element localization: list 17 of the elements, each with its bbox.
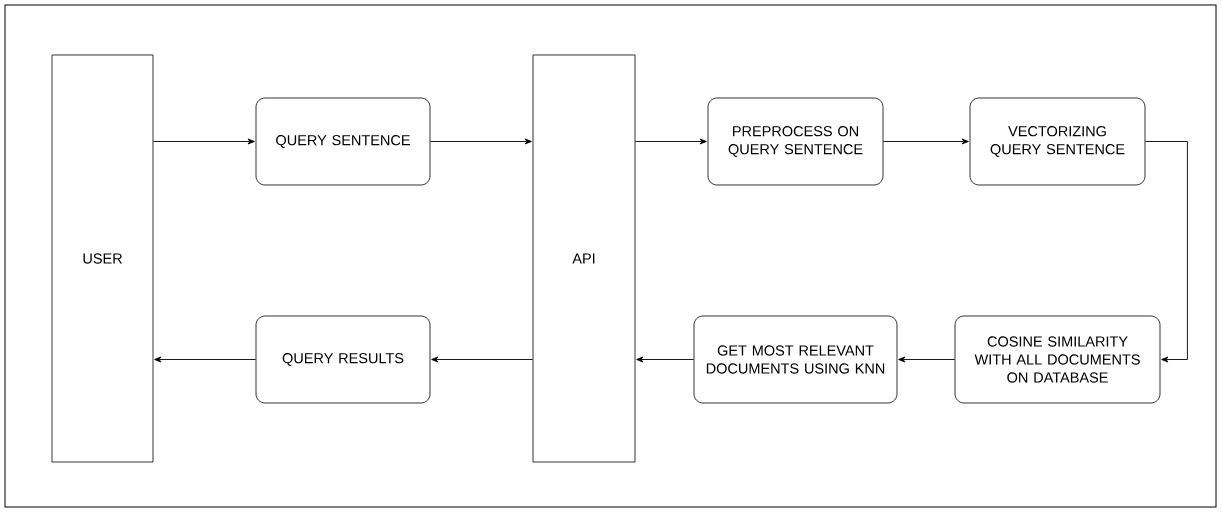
arrow [882, 138, 969, 145]
process-box: QUERY RESULTS [255, 315, 431, 404]
arrow [634, 138, 707, 145]
arrow [1144, 141, 1188, 363]
process-box: GET MOST RELEVANT DOCUMENTS USING KNN [693, 315, 898, 404]
actor-bar: API [532, 54, 636, 463]
process-box: COSINE SIMILARITY WITH ALL DOCUMENTS ON DATABASE [954, 315, 1161, 404]
arrow [636, 356, 695, 363]
actor-bar: USER [51, 54, 154, 463]
arrow [152, 138, 255, 145]
arrow [154, 356, 257, 363]
process-box: PREPROCESS ON QUERY SENTENCE [707, 97, 884, 186]
process-box: VECTORIZING QUERY SENTENCE [969, 97, 1146, 186]
process-box: QUERY SENTENCE [255, 97, 431, 186]
arrow [431, 356, 534, 363]
arrow [429, 138, 532, 145]
arrow [898, 356, 956, 363]
